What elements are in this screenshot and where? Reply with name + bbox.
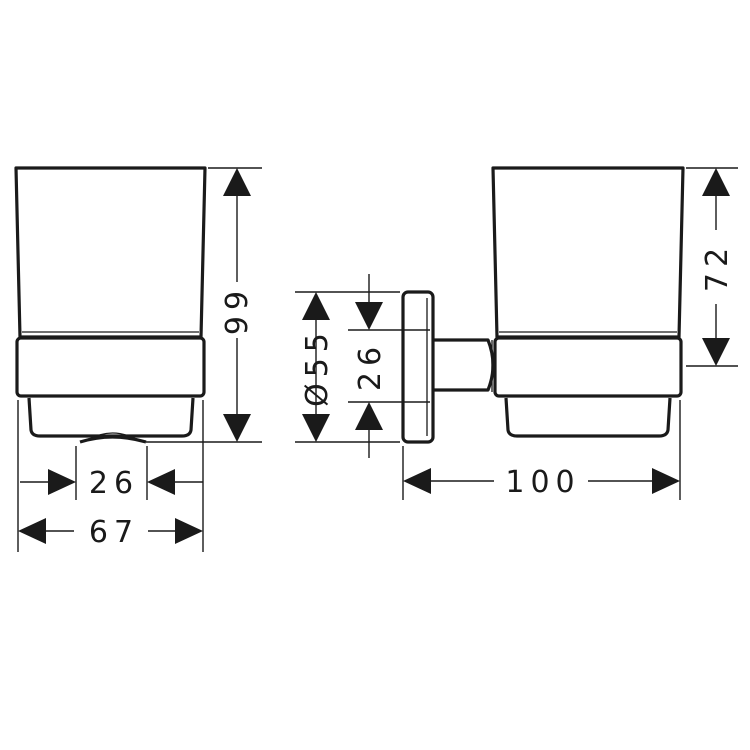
- side-glass-outline: [491, 166, 685, 339]
- dim-26-front-arrow-left: [48, 469, 76, 495]
- dim-72-arrow-top: [702, 168, 730, 196]
- side-arm: [433, 338, 495, 392]
- dim-67-arrow-right: [175, 518, 203, 544]
- dim-67-label: 67: [89, 515, 139, 550]
- dim-100-label: 100: [505, 465, 580, 500]
- front-holder-ring: [15, 336, 206, 398]
- dim-55-arrow-bottom: [302, 414, 330, 442]
- front-glass-outline: [14, 166, 207, 339]
- dim-55-label: Ø55: [300, 327, 335, 407]
- front-rosette-base: [79, 435, 147, 444]
- dim-99-arrow-top: [223, 168, 251, 196]
- side-cup-bottom: [504, 397, 672, 438]
- dim-26-side-label: 26: [353, 341, 388, 391]
- dim-26-side-arrow-bottom: [355, 402, 383, 430]
- dim-26-front-arrow-right: [147, 469, 175, 495]
- dim-99-label: 99: [220, 285, 255, 335]
- dim-99-arrow-bottom: [223, 414, 251, 442]
- dim-26-front-label: 26: [89, 466, 139, 501]
- side-wall-rosette: [401, 290, 435, 444]
- dim-55-arrow-top: [302, 292, 330, 320]
- dim-72-arrow-bottom: [702, 338, 730, 366]
- side-holder-ring: [493, 336, 683, 398]
- dim-26-side-arrow-top: [355, 302, 383, 330]
- dim-100-arrow-right: [652, 468, 680, 494]
- front-view: 99 26 67: [14, 166, 262, 552]
- dim-72-label: 72: [700, 242, 735, 292]
- side-view: Ø55 26 72 100: [295, 166, 738, 500]
- dim-67-arrow-left: [18, 518, 46, 544]
- front-cup-bottom: [27, 397, 195, 438]
- dim-100-arrow-left: [403, 468, 431, 494]
